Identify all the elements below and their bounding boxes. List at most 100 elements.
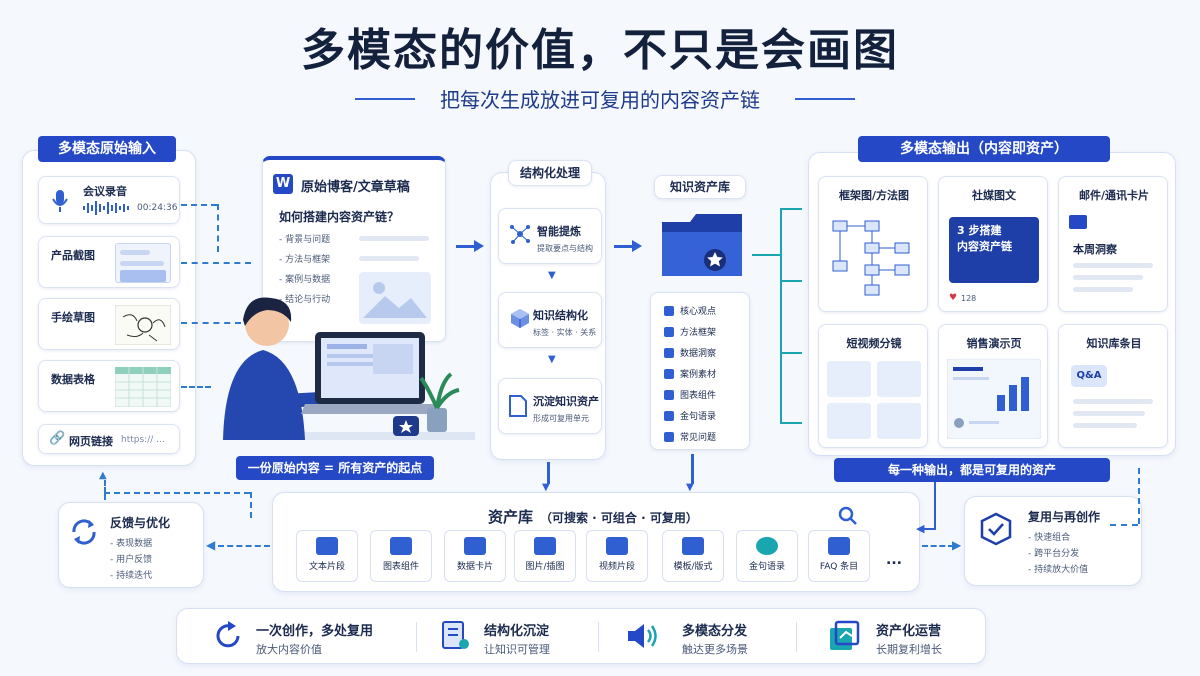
asset-video-clip[interactable]: 视频片段 [586, 530, 648, 582]
case-icon [664, 368, 674, 379]
storyboard-frame-4 [877, 403, 921, 439]
connector-screenshot [181, 262, 251, 264]
kb-item-4[interactable]: 案例素材 [664, 367, 716, 380]
input-sketch[interactable]: 手绘草图 [38, 298, 180, 350]
feedback-bullet-3: - 持续迭代 [110, 571, 153, 581]
input-link-url: https:// ... [121, 435, 165, 445]
asset-template[interactable]: 模板/版式 [662, 530, 724, 582]
output-framework[interactable]: 框架图/方法图 [818, 176, 928, 312]
benefit-3-desc: 触达更多场景 [682, 643, 748, 656]
image-icon [534, 537, 556, 555]
search-icon[interactable] [838, 506, 858, 526]
draft-bullet-1: - 背景与问题 [279, 235, 331, 245]
arrow-right-reuse: ▶ [952, 538, 962, 552]
text-doc-icon [316, 537, 338, 555]
output-email[interactable]: 邮件/通讯卡片 本周洞察 [1058, 176, 1168, 312]
benefit-4-title: 资产化运营 [876, 624, 942, 639]
draft-bullet-4: - 结论与行动 [279, 295, 331, 305]
output-social[interactable]: 社媒图文 3 步搭建 内容资产链 ♥ 128 [938, 176, 1048, 312]
benefit-1-desc: 放大内容价值 [256, 643, 322, 656]
storyboard-frame-2 [877, 361, 921, 397]
step-extract-title: 智能提炼 [537, 225, 581, 238]
asset-data-card[interactable]: 数据卡片 [444, 530, 506, 582]
subtitle-right-line [795, 98, 855, 100]
input-table-label: 数据表格 [51, 373, 95, 386]
word-doc-icon: W [273, 174, 293, 194]
input-link[interactable]: 🔗 网页链接 https:// ... [38, 424, 180, 454]
asset-quote[interactable]: 金句语录 [736, 530, 798, 582]
target-icon [664, 305, 674, 316]
output-social-likes: 128 [961, 294, 977, 303]
feedback-bullet-2: - 用户反馈 [110, 555, 153, 565]
step-structure[interactable]: 知识结构化 标签 · 实体 · 关系 [498, 292, 602, 348]
draft-bullet-3: - 案例与数据 [279, 275, 331, 285]
asset-chart-component[interactable]: 图表组件 [370, 530, 432, 582]
waveform-icon [83, 201, 129, 215]
framework-icon [664, 326, 674, 337]
connector-audio [181, 204, 217, 206]
kb-item-1[interactable]: 核心观点 [664, 304, 716, 317]
chart-component-icon [664, 389, 674, 400]
faq-icon [664, 431, 674, 442]
qa-bubble-icon: Q&A [1071, 365, 1107, 387]
storyboard-frame-3 [827, 403, 871, 439]
output-email-title: 邮件/通讯卡片 [1078, 189, 1150, 202]
slide-chart-icon [947, 359, 1041, 439]
output-video[interactable]: 短视频分镜 [818, 324, 928, 448]
kb-item-3[interactable]: 数据洞察 [664, 346, 716, 359]
table-thumb-icon [115, 367, 171, 407]
feedback-title: 反馈与优化 [110, 516, 171, 530]
reuse-bullet-3: - 持续放大价值 [1028, 565, 1089, 575]
asset-growth-icon [830, 620, 860, 650]
document-icon [509, 395, 527, 417]
reuse-panel [964, 496, 1142, 586]
asset-text-snippet[interactable]: 文本片段 [296, 530, 358, 582]
input-screenshot[interactable]: 产品截图 [38, 236, 180, 288]
output-kb-entry[interactable]: 知识库条目 Q&A [1058, 324, 1168, 448]
step-deposit-desc: 形成可复用单元 [533, 414, 589, 423]
output-connector-trunk [780, 208, 782, 424]
step-structure-desc: 标签 · 实体 · 关系 [533, 328, 597, 337]
storyboard-frame-1 [827, 361, 871, 397]
output-email-text: 本周洞察 [1073, 243, 1117, 256]
benefit-2-desc: 让知识可管理 [484, 643, 550, 656]
reuse-box-icon [980, 512, 1012, 546]
output-sales[interactable]: 销售演示页 [938, 324, 1048, 448]
link-icon: 🔗 [49, 431, 66, 446]
step-deposit[interactable]: 沉淀知识资产 形成可复用单元 [498, 378, 602, 434]
folder-icon [662, 214, 742, 276]
input-sketch-label: 手绘草图 [51, 311, 95, 324]
input-screenshot-label: 产品截图 [51, 249, 95, 262]
benefit-4-desc: 长期复利增长 [876, 643, 942, 656]
asset-more[interactable]: ... [886, 552, 902, 568]
kb-item-6[interactable]: 金句语录 [664, 409, 716, 422]
input-table[interactable]: 数据表格 [38, 360, 180, 412]
down-arrow-2: ▼ [548, 354, 556, 365]
benefit-1-title: 一次创作，多处复用 [256, 624, 374, 639]
structured-doc-icon [442, 621, 469, 649]
video-camera-icon [606, 537, 628, 555]
asset-image[interactable]: 图片/插图 [514, 530, 576, 582]
bar-chart-icon [390, 537, 412, 555]
step-deposit-title: 沉淀知识资产 [533, 395, 599, 408]
draft-title: 原始博客/文章草稿 [301, 180, 410, 195]
kb-item-7[interactable]: 常见问题 [664, 430, 716, 443]
kb-item-2[interactable]: 方法框架 [664, 325, 716, 338]
asset-faq[interactable]: FAQ 条目 [808, 530, 870, 582]
connector-sketch [181, 322, 241, 324]
quote-icon [664, 410, 674, 421]
benefit-3-title: 多模态分发 [682, 624, 748, 639]
cube-icon [511, 309, 529, 328]
connector-table [181, 386, 211, 388]
kb-item-5[interactable]: 图表组件 [664, 388, 716, 401]
mail-icon [1069, 215, 1087, 229]
step-extract-desc: 提取要点与结构 [537, 244, 593, 253]
heart-icon: ♥ [949, 293, 958, 303]
refresh-arrow-icon [216, 621, 240, 648]
step-extract[interactable]: 智能提炼 提取要点与结构 [498, 208, 602, 264]
input-audio[interactable]: 会议录音 00:24:36 [38, 176, 180, 224]
arrow-up-feedback: ▲ [99, 470, 107, 481]
draft-document[interactable]: W 原始博客/文章草稿 如何搭建内容资产链？ - 背景与问题 - 方法与框架 -… [262, 156, 446, 342]
output-social-card: 3 步搭建 内容资产链 [949, 217, 1039, 283]
step-structure-title: 知识结构化 [533, 309, 588, 322]
